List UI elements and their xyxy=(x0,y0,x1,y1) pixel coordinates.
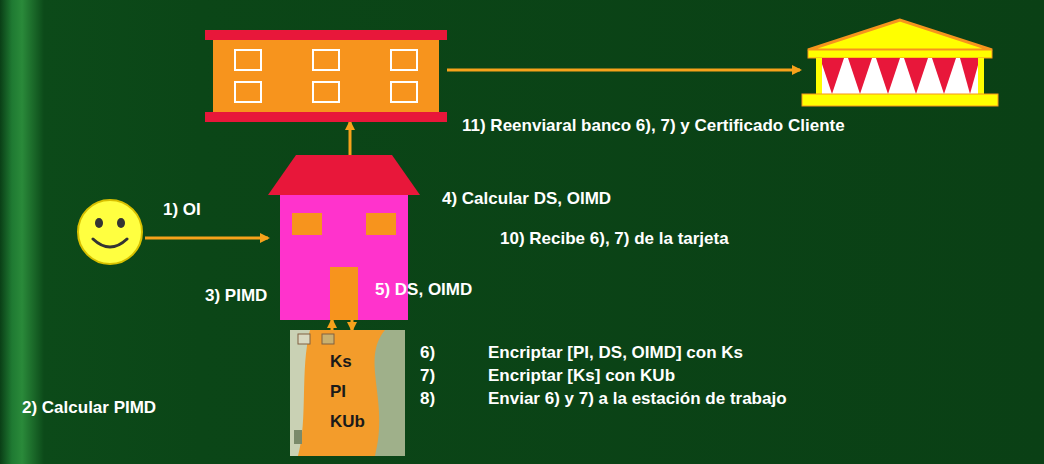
flow-arrow xyxy=(349,122,352,155)
smart-card-art xyxy=(290,330,405,456)
step-text-wrap: 4) Calcular DS, OIMD xyxy=(442,189,611,209)
card-field-wrap: KUb xyxy=(330,412,365,432)
step-label: 7) xyxy=(420,366,435,385)
customer-smiley xyxy=(75,197,145,267)
card-field: Ks xyxy=(330,352,352,371)
step-label-wrap: 3) PIMD xyxy=(205,286,267,306)
step-label-wrap: Encriptar [Ks] con KUb xyxy=(488,366,675,386)
card-field: KUb xyxy=(330,412,365,431)
step-label: 5) DS, OIMD xyxy=(375,280,472,299)
payment-gateway-building xyxy=(205,30,447,122)
smart-card: KsPI KUb xyxy=(290,330,405,456)
step-label-wrap: Enviar 6) y 7) a la estación de trabajo xyxy=(488,389,787,409)
step-label-wrap: 2) Calcular PIMD xyxy=(22,398,156,418)
step-label: Enviar 6) y 7) a la estación de trabajo xyxy=(488,389,787,408)
step-label-wrap: 8) xyxy=(420,389,435,409)
payment-gateway-building-art xyxy=(205,30,447,122)
flow-arrow xyxy=(351,320,354,330)
bank-building-art xyxy=(800,18,1000,108)
card-field: PI xyxy=(330,382,346,401)
step-label: Encriptar [PI, DS, OIMD] con Ks xyxy=(488,343,743,362)
step-label: 6) xyxy=(420,343,435,362)
step-label: 3) PIMD xyxy=(205,286,267,305)
step-label: 8) xyxy=(420,389,435,408)
step-label: 1) OI xyxy=(163,200,201,219)
flow-arrow xyxy=(447,69,800,72)
step-label: 2) Calcular PIMD xyxy=(22,398,156,417)
customer-smiley-art xyxy=(75,197,145,267)
bank-building xyxy=(800,18,1000,108)
step-text-wrap: 10) Recibe 6), 7) de la tarjeta xyxy=(500,229,729,249)
step-label-wrap: 1) OI xyxy=(163,200,201,220)
step-text: 4) Calcular DS, OIMD xyxy=(442,189,611,208)
step-label-wrap: 11) Reenviaral banco 6), 7) y Certificad… xyxy=(462,116,845,136)
step-label-wrap: 6) xyxy=(420,343,435,363)
step-label-wrap: 7) xyxy=(420,366,435,386)
step-label: Encriptar [Ks] con KUb xyxy=(488,366,675,385)
card-field-wrap: Ks xyxy=(330,352,352,372)
flow-arrow xyxy=(331,320,334,330)
step-text: 10) Recibe 6), 7) de la tarjeta xyxy=(500,229,729,248)
step-label-wrap: Encriptar [PI, DS, OIMD] con Ks xyxy=(488,343,743,363)
flow-arrow xyxy=(145,237,268,240)
card-field-wrap: PI xyxy=(330,382,346,402)
step-label-wrap: 5) DS, OIMD xyxy=(375,280,472,300)
step-label: 11) Reenviaral banco 6), 7) y Certificad… xyxy=(462,116,845,135)
